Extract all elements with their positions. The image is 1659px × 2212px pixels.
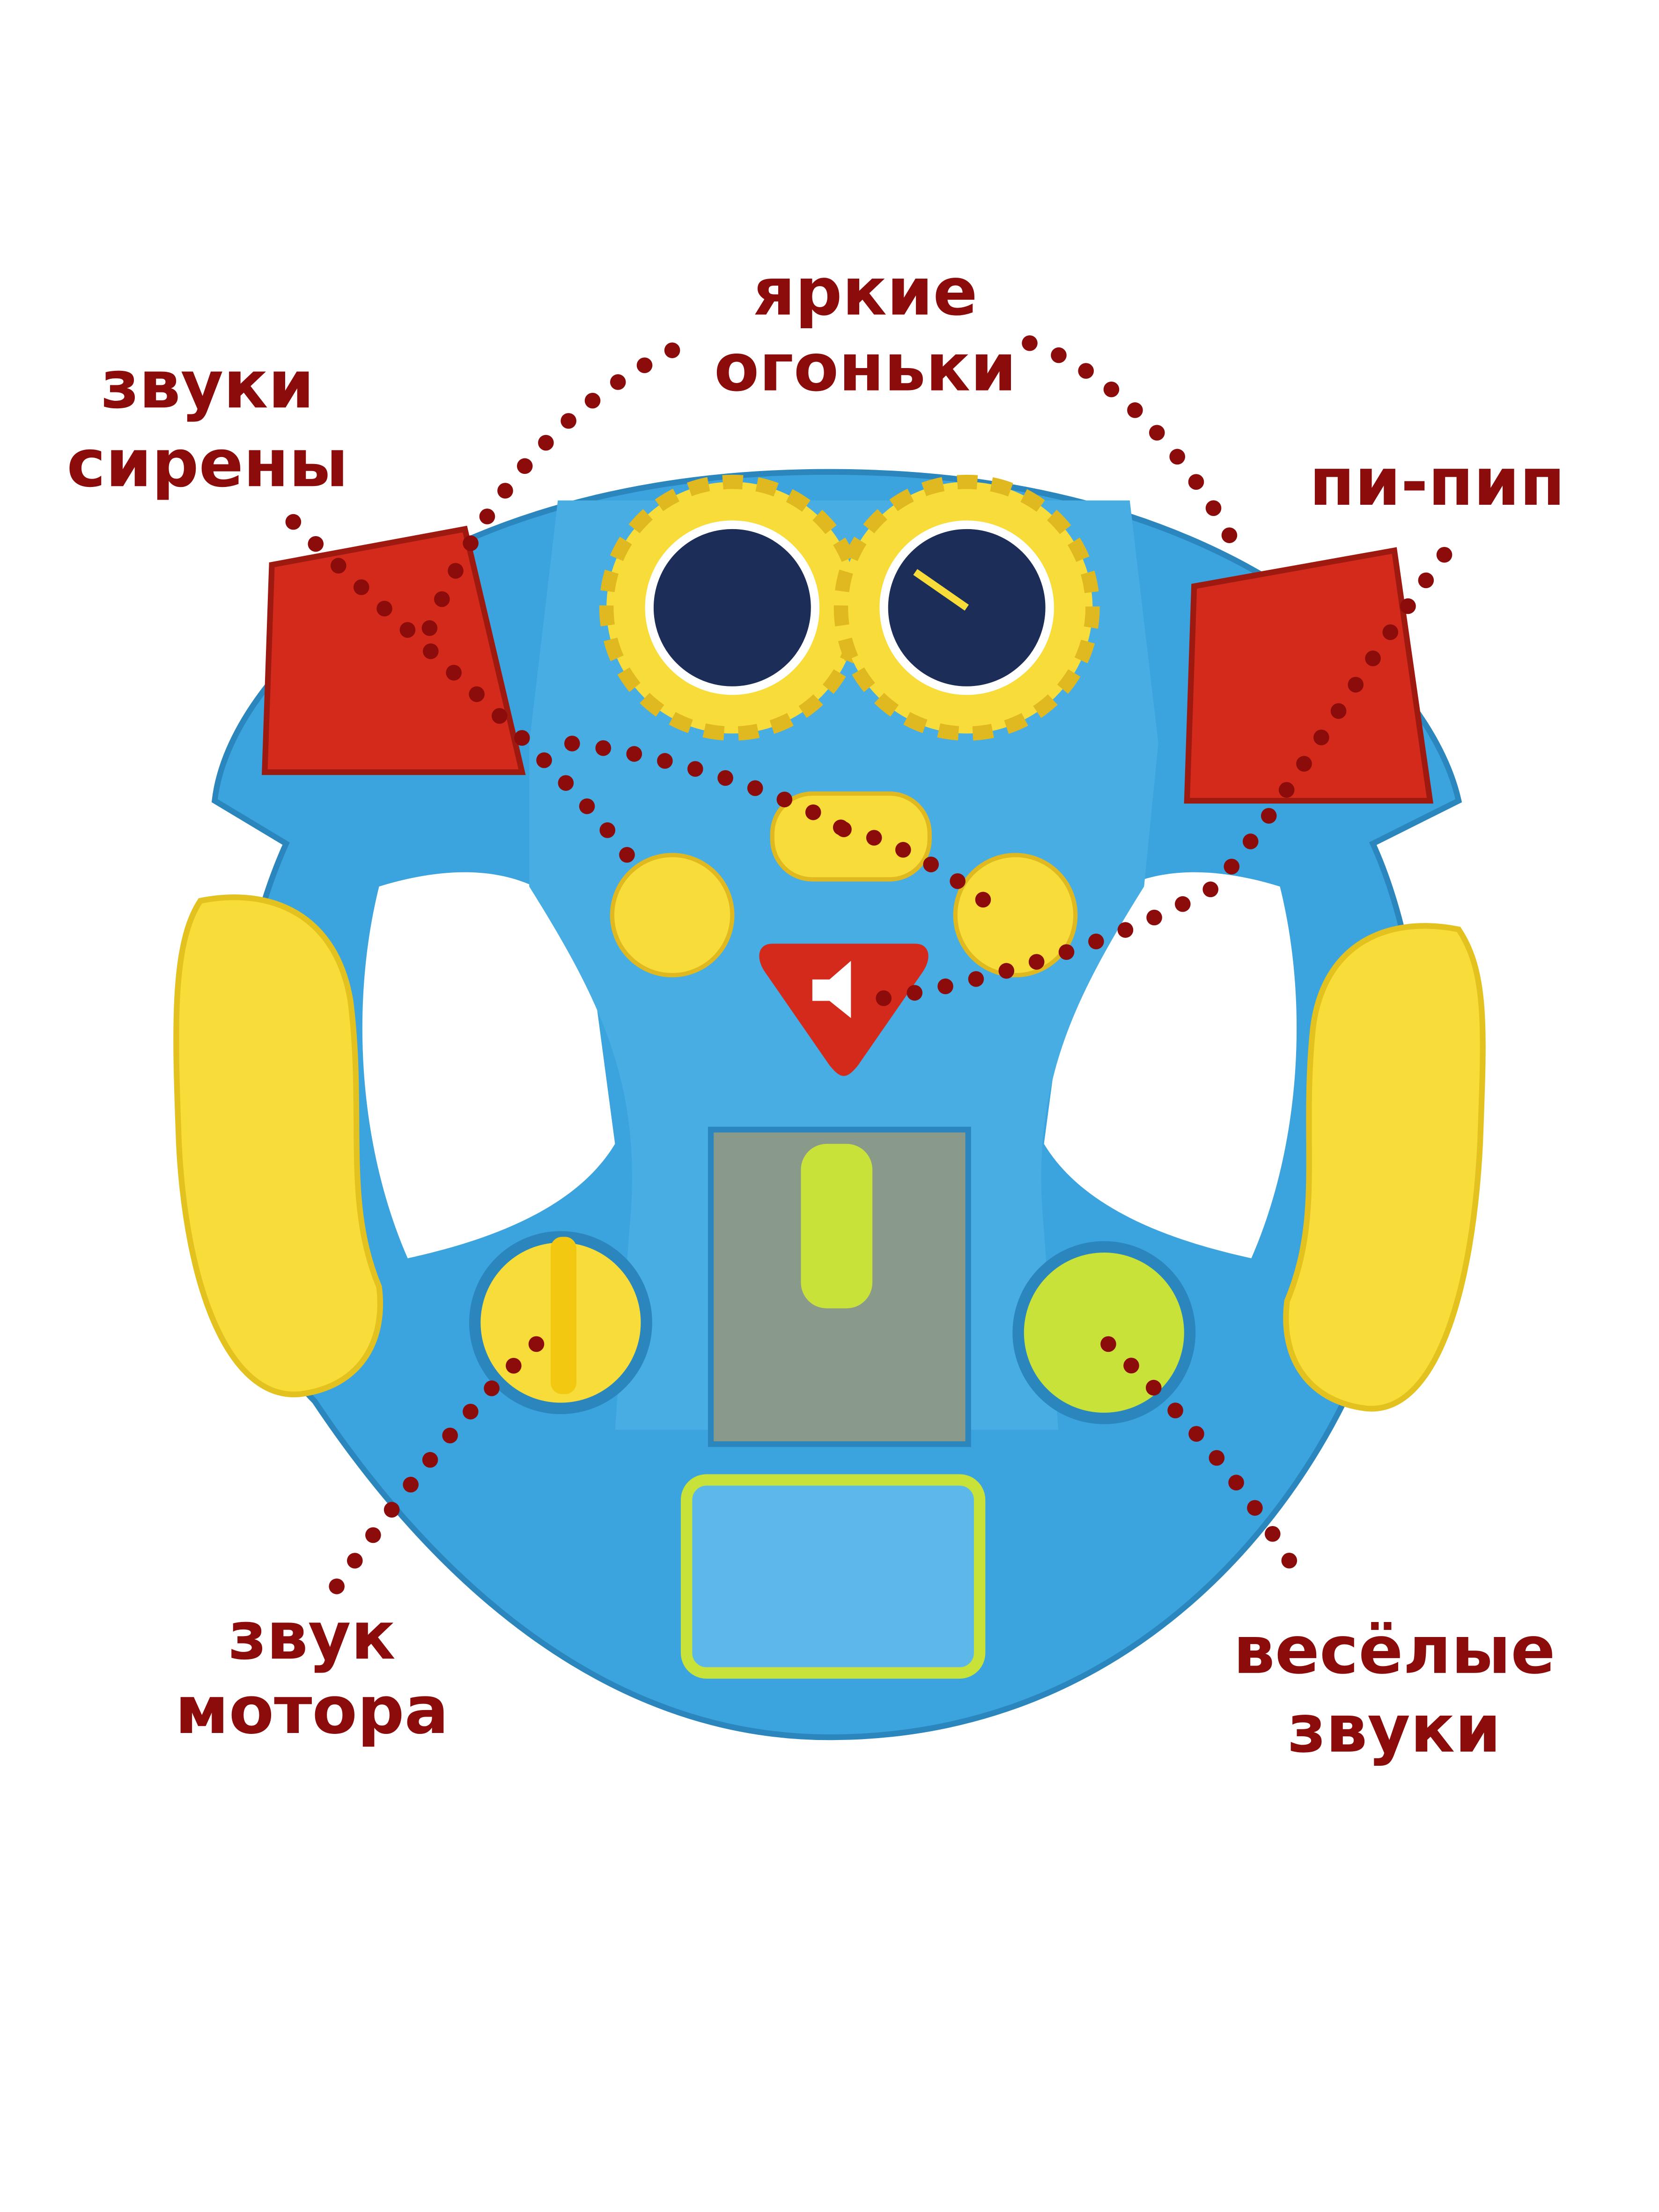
motor-knob-handle <box>551 1237 577 1394</box>
label-fun-line1: весёлые <box>1233 1613 1556 1689</box>
label-motor-line1: звук <box>228 1598 395 1674</box>
leader-fun <box>1100 1336 1312 1595</box>
label-siren-line1: звуки <box>101 347 314 423</box>
picture-roller <box>680 1474 986 1679</box>
label-fun-line2: звуки <box>1288 1691 1501 1768</box>
leader-beep <box>857 547 1453 1009</box>
right-red-light <box>1184 547 1434 804</box>
leader-motor <box>328 1336 545 1595</box>
steering-wheel-toy <box>173 469 1486 1740</box>
fuel-needle <box>913 569 969 611</box>
left-grip <box>173 894 383 1398</box>
fuel-gauge <box>879 520 1054 695</box>
label-motor-line2: мотора <box>175 1673 449 1749</box>
wheel-opening-right <box>1044 872 1297 1259</box>
leader-siren <box>285 514 637 866</box>
siren-button <box>610 853 735 978</box>
label-beep: пи-пип <box>1309 444 1565 521</box>
fun-sounds-button <box>1012 1241 1196 1424</box>
leader-lights-2 <box>564 736 1009 923</box>
label-lights-line2: огоньки <box>714 330 1017 406</box>
car-slider <box>801 1143 873 1309</box>
fire-button <box>953 853 1078 978</box>
right-grip <box>1283 923 1486 1412</box>
left-red-light <box>261 525 526 775</box>
label-siren-line2: сирены <box>66 426 348 502</box>
speaker-icon <box>812 961 851 1018</box>
wheel-opening-left <box>362 872 615 1259</box>
label-lights-line1: яркие <box>753 254 978 331</box>
top-sound-button <box>770 791 932 882</box>
leader-lights <box>421 335 1238 637</box>
clock-gauge <box>645 520 820 695</box>
